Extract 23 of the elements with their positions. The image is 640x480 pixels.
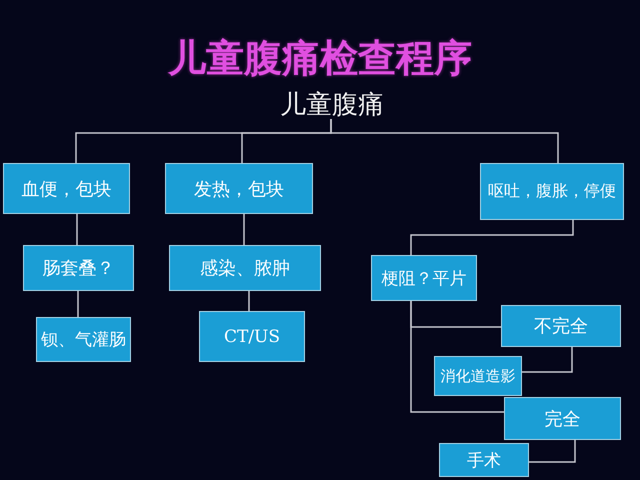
connector-line — [410, 220, 574, 255]
root-text: 儿童腹痛 — [276, 89, 388, 119]
connector-line — [529, 440, 576, 463]
connector-line — [410, 301, 504, 413]
process-box: 手术 — [439, 443, 529, 477]
process-box: 钡、气灌肠 — [36, 317, 131, 362]
connector-line — [76, 214, 78, 245]
process-box: 肠套叠？ — [23, 245, 134, 291]
process-box: CT/US — [199, 311, 305, 362]
connector-line — [522, 347, 573, 373]
process-box: 梗阻？平片 — [371, 255, 477, 301]
process-box: 完全 — [504, 397, 621, 440]
process-box: 血便，包块 — [3, 163, 130, 214]
process-box: 发热，包块 — [165, 163, 313, 214]
title: 儿童腹痛检查程序 — [168, 36, 472, 80]
process-box: 不完全 — [501, 305, 621, 347]
connector-line — [243, 214, 245, 245]
process-box: 呕吐，腹胀，停便 — [480, 163, 624, 220]
connector-line — [330, 119, 559, 163]
process-box: 消化道造影 — [434, 356, 522, 396]
process-box: 感染、脓肿 — [169, 245, 321, 291]
connector-line — [77, 291, 79, 317]
connector-line — [248, 291, 250, 311]
